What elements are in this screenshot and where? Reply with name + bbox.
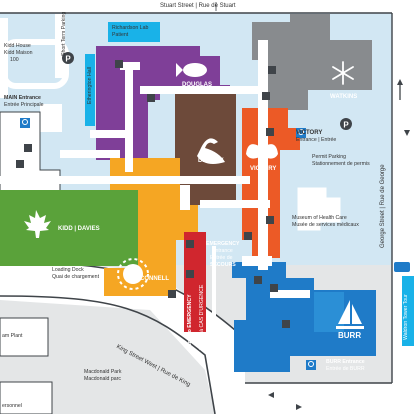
- richardson-lab-building: [108, 22, 160, 42]
- king-street-curb-lower: [0, 295, 216, 414]
- kidd-house-label-3: 100: [10, 57, 19, 63]
- richardson-label-1: Richardson Lab: [112, 25, 149, 31]
- etherington-hall-building: [85, 54, 95, 126]
- main-entrance-label: MAIN Entrance: [4, 95, 41, 101]
- george-arrow-up: [397, 79, 403, 85]
- walkway-burr-inner: [270, 290, 310, 298]
- dietary-label: DIETARY: [198, 158, 224, 164]
- emergency-label-3: Entrée de: [210, 255, 233, 261]
- emergency-label-1: EMERGENCY: [206, 241, 240, 247]
- richardson-label-2: Patient: [112, 32, 129, 38]
- parking-icon: P: [340, 118, 352, 130]
- burr-building: [232, 262, 376, 372]
- accessible-icon: [296, 128, 306, 138]
- victory-entrance-label-fr: Entrance | Entrée: [296, 137, 337, 143]
- elevator-icon: [16, 60, 290, 328]
- walkway-connell-victory: [200, 200, 270, 208]
- walkway-emergency-burr: [242, 256, 272, 266]
- snowflake-icon: [332, 61, 354, 85]
- sun-icon: [117, 258, 149, 290]
- walkway-main-douglas: [90, 130, 130, 138]
- king-arrow-left: [268, 392, 274, 398]
- walkway-dietary-south: [180, 185, 190, 210]
- walkway-douglas-watkins: [140, 86, 260, 94]
- emergency-label-4: SECOURS: [210, 262, 236, 268]
- power-plant-building: [0, 317, 49, 357]
- fish-icon: [176, 63, 207, 77]
- george-arrow-down: [404, 130, 410, 136]
- museum-label-fr: Musée de services médicaux: [292, 222, 359, 228]
- short-term-parking-strip: [55, 14, 65, 78]
- parking-icon: P: [62, 52, 74, 64]
- permit-parking-label-fr: Stationnement de permis: [312, 161, 370, 167]
- accessible-icon: [306, 360, 316, 370]
- butterfly-icon: [246, 144, 278, 159]
- goose-icon: [197, 138, 225, 164]
- connell-building: [104, 158, 198, 296]
- museum-label: Museum of Health Care: [292, 215, 347, 221]
- connell-label: CONNELL: [140, 276, 169, 282]
- stuart-street-road: [0, 0, 414, 13]
- outside-lower-left: [0, 272, 250, 414]
- kidd-house-label-1: Kidd House: [4, 43, 31, 49]
- burr-label: BURR: [338, 331, 362, 340]
- watkins-wing: [306, 46, 372, 90]
- walkway-east-west: [0, 176, 250, 184]
- svg-text:P: P: [343, 121, 349, 130]
- victory-entrance-label: VICTORY: [296, 130, 323, 136]
- waldron-tower-label: Waldron Tower Tour: [403, 294, 409, 340]
- king-arrow-right: [296, 404, 302, 410]
- watkins-label: WATKINS: [330, 94, 358, 100]
- ramp-label: Ramp to EMERGENCY: [187, 294, 193, 350]
- king-street-east-road: [245, 383, 395, 414]
- macdonald-park-label: Macdonald Park: [84, 369, 122, 375]
- bus-icon: [394, 262, 410, 272]
- emergency-building: [184, 232, 206, 332]
- west-road: [0, 18, 8, 98]
- burr-entrance-label: BURR Entrance: [326, 359, 365, 365]
- sailboat-icon: [336, 300, 364, 329]
- kidd-davies-building: [0, 190, 140, 266]
- kidd-davies-label: KIDD | DAVIES: [58, 226, 100, 232]
- washroom-icon: [147, 92, 270, 298]
- burr-inner-block: [314, 292, 344, 332]
- douglas-label: DOUGLAS: [182, 82, 212, 88]
- main-canopy: [40, 104, 62, 132]
- plant-label: am Plant: [2, 333, 23, 339]
- macdonald-park-label-fr: Macdonald parc: [84, 376, 121, 382]
- personnel-building: [0, 381, 53, 414]
- ramp-label-fr: Rampe à CAS D'URGENCE: [199, 284, 205, 350]
- walkway-main-east: [60, 150, 120, 158]
- accessible-icon: [20, 118, 30, 128]
- etherington-label: Etherington Hall: [87, 67, 93, 104]
- stuart-street-label: Stuart Street | Rue de Stuart: [160, 3, 236, 9]
- loading-dock-label: Loading Dock: [52, 267, 84, 273]
- loading-dock-label-fr: Quai de chargement: [52, 274, 100, 280]
- kidd-house-label-2: Kidd Maison: [4, 50, 33, 56]
- george-street-road: [392, 0, 414, 414]
- svg-text:P: P: [65, 55, 71, 64]
- waldron-tower-sign: [402, 276, 414, 346]
- emergency-label-2: Entrance: [212, 248, 233, 254]
- george-street-label: George Street | Rue de George: [380, 164, 386, 248]
- personnel-label: ersonnel: [2, 403, 22, 409]
- main-entrance-label-fr: Entrée Principale: [4, 102, 44, 108]
- burr-entrance-label-fr: Entrée de BURR: [326, 366, 365, 372]
- permit-parking-label: Permit Parking: [312, 154, 347, 160]
- victory-label: VICTORY: [250, 166, 277, 172]
- short-term-parking-label: Short Term Parking: [61, 11, 67, 56]
- museum-building: [297, 187, 341, 231]
- maple-leaf-icon: [24, 210, 51, 238]
- walkway-douglas-spine: [125, 62, 133, 172]
